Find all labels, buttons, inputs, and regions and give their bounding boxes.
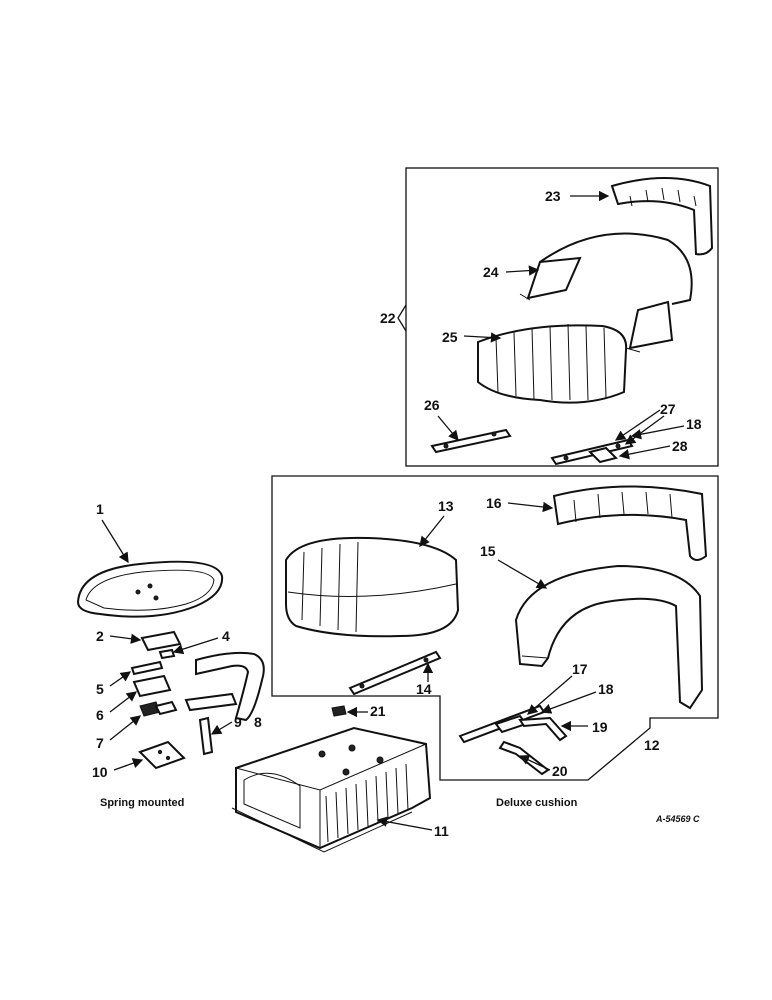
callout-27: 27	[660, 401, 676, 417]
callout-7: 7	[96, 735, 104, 751]
caption-spring-mounted: Spring mounted	[100, 797, 184, 809]
callout-19: 19	[592, 719, 608, 735]
callout-26: 26	[424, 397, 440, 413]
callout-24: 24	[483, 264, 499, 280]
slide-rail-14	[348, 650, 442, 696]
group-22-brace	[397, 304, 407, 332]
callout-25: 25	[442, 329, 458, 345]
callout-13: 13	[438, 498, 454, 514]
callout-8: 8	[254, 714, 262, 730]
back-cushion-16	[552, 485, 708, 561]
plate-2	[140, 630, 182, 652]
callout-16: 16	[486, 495, 502, 511]
callout-1: 1	[96, 501, 104, 517]
pad-6	[132, 674, 172, 698]
back-frame-15	[514, 564, 704, 710]
callout-18-upper: 18	[686, 416, 702, 432]
seat-cushion-13	[285, 536, 460, 638]
back-cushion-23	[610, 177, 714, 256]
callout-11: 11	[434, 823, 449, 839]
callout-22: 22	[380, 310, 396, 326]
callout-23: 23	[545, 188, 561, 204]
callout-17: 17	[572, 661, 588, 677]
plate-10	[138, 740, 186, 770]
callout-12: 12	[644, 737, 660, 753]
drawing-reference: A-54569 C	[655, 814, 700, 824]
group-22-frame	[405, 167, 719, 467]
slide-rail-17	[458, 704, 546, 744]
callout-4: 4	[222, 628, 230, 644]
callout-28: 28	[672, 438, 688, 454]
callout-14: 14	[416, 681, 432, 697]
callout-21: 21	[370, 703, 386, 719]
seat-frame-24	[519, 232, 693, 353]
spring-8	[184, 651, 265, 722]
clip-21	[331, 705, 347, 717]
clips-7	[139, 700, 178, 717]
pan-seat-1	[76, 560, 224, 618]
callout-20: 20	[552, 763, 568, 779]
callout-10: 10	[92, 764, 108, 780]
callout-6: 6	[96, 707, 104, 723]
callout-18-lower: 18	[598, 681, 614, 697]
strip-5	[130, 660, 164, 676]
seat-base-11	[231, 726, 432, 853]
deluxe-frame	[271, 475, 719, 781]
bracket-19	[518, 716, 568, 742]
callout-2: 2	[96, 628, 104, 644]
pin-9	[198, 716, 214, 756]
callout-15: 15	[480, 543, 496, 559]
caption-deluxe-cushion: Deluxe cushion	[496, 797, 578, 809]
callout-5: 5	[96, 681, 104, 697]
slide-rail-27	[550, 438, 634, 466]
washer-4	[158, 648, 176, 660]
seat-cushion-25	[477, 323, 628, 404]
slide-rail-26	[430, 428, 512, 454]
callout-9: 9	[234, 714, 242, 730]
